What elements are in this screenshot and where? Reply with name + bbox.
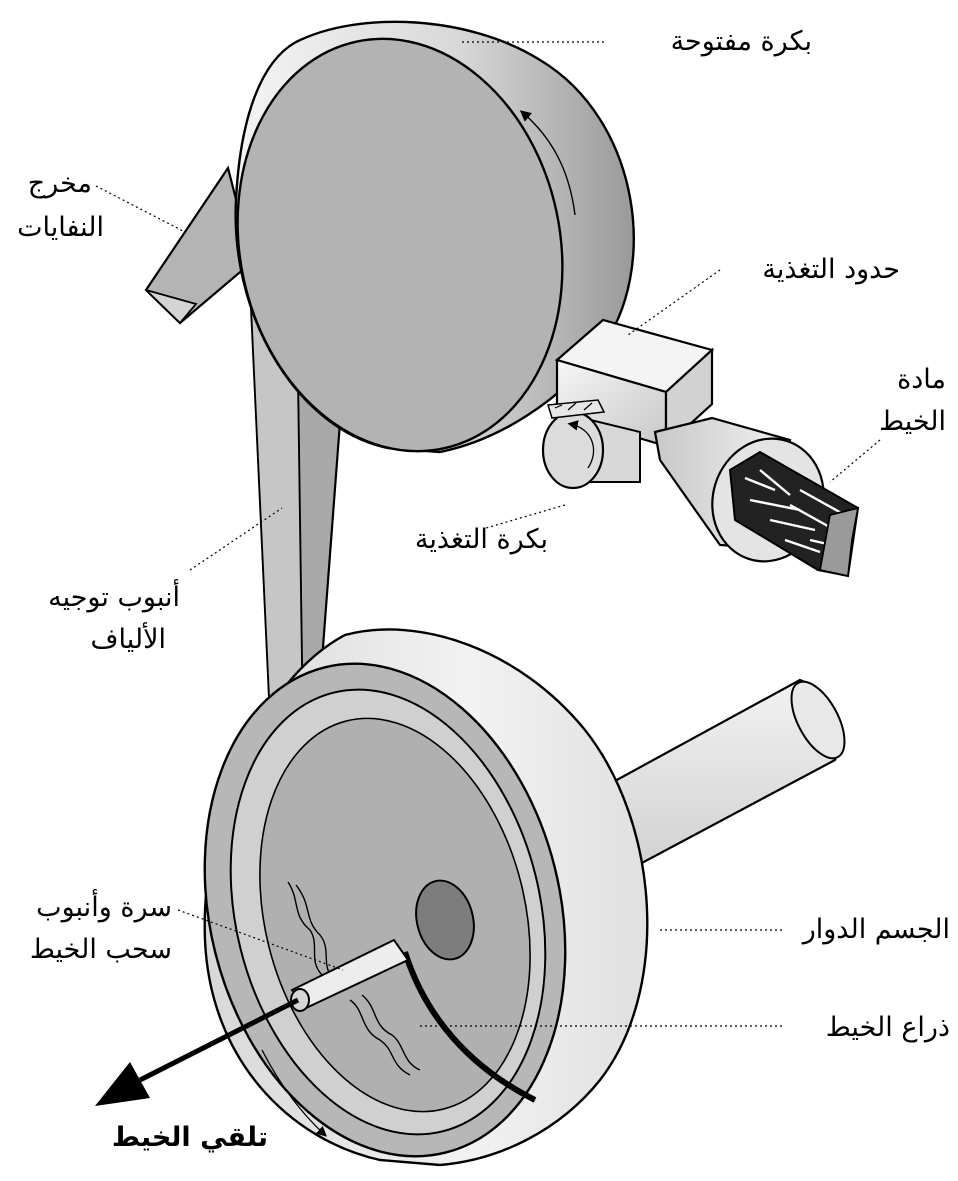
label-trash-exit-2: النفايات xyxy=(17,212,104,243)
opening-roller xyxy=(234,20,635,454)
rotor-body xyxy=(203,628,649,1167)
rotor-shaft xyxy=(578,678,846,882)
rotor-hub xyxy=(415,879,475,961)
navel-tube xyxy=(290,938,410,1012)
rotor-rotation-arrow xyxy=(261,1049,327,1137)
label-rotor-body: الجسم الدوار xyxy=(801,914,950,945)
feed-roller-rotation-arrow xyxy=(567,420,595,469)
label-yarn-takeup: تلقي الخيط xyxy=(112,1122,268,1153)
label-yarn-arm: ذراع الخيط xyxy=(826,1012,950,1043)
yarn-takeup-arrow xyxy=(95,997,300,1106)
label-fiber-guide-2: الألياف xyxy=(91,621,167,655)
feed-roller xyxy=(541,399,641,490)
sliver-material xyxy=(728,450,860,578)
opening-roller-rotation-arrow xyxy=(519,110,576,216)
label-navel-2: سحب الخيط xyxy=(30,934,172,965)
label-fiber-guide-1: أنبوب توجيه xyxy=(48,578,180,613)
label-navel-1: سرة وأنبوب xyxy=(36,888,172,923)
label-yarn-material-2: الخيط xyxy=(879,406,946,437)
leader-lines xyxy=(95,41,881,1027)
labels: بكرة مفتوحة مخرج النفايات حدود التغذية م… xyxy=(17,26,950,1153)
label-yarn-material-1: مادة xyxy=(897,364,946,395)
label-feed-roller: بكرة التغذية xyxy=(415,524,548,555)
label-opening-roller: بكرة مفتوحة xyxy=(671,26,812,57)
yarn-arm xyxy=(402,951,537,1103)
label-trash-exit-1: مخرج xyxy=(28,168,92,199)
label-feed-limits: حدود التغذية xyxy=(762,254,900,285)
fibers-in-groove xyxy=(287,881,421,1076)
